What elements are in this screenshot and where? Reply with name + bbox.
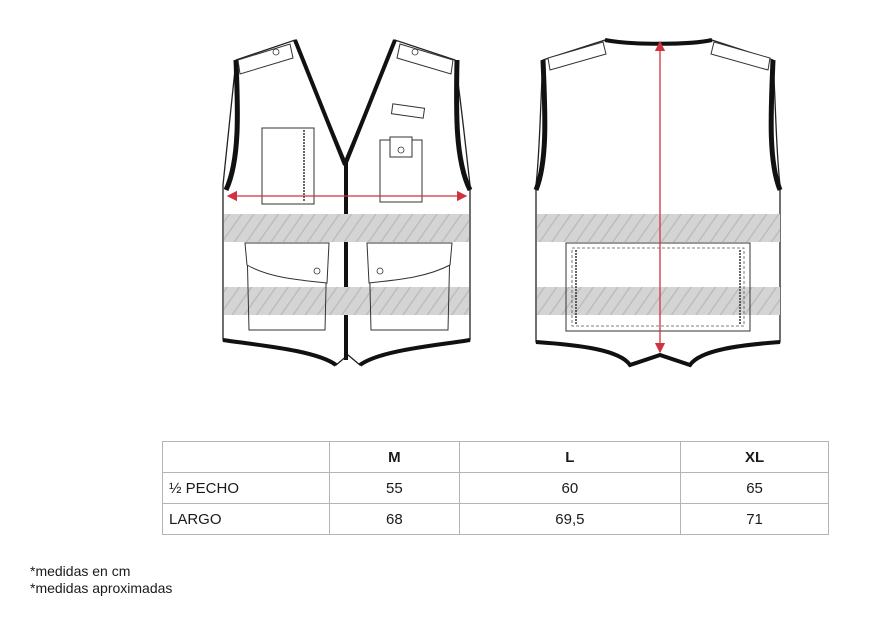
row-label: LARGO — [162, 503, 330, 535]
note-line: *medidas en cm — [30, 563, 131, 579]
table-cell: 69,5 — [458, 503, 682, 535]
table-header-cell: L — [458, 441, 682, 473]
note-line: *medidas aproximadas — [30, 580, 173, 596]
back-reflective-band-top — [537, 214, 780, 242]
table-row: ½ PECHO 55 60 65 — [162, 472, 829, 504]
vest-back-outline — [535, 39, 781, 366]
vest-front-view — [222, 39, 473, 367]
table-cell: 68 — [329, 503, 460, 535]
table-header-cell: XL — [680, 441, 829, 473]
vest-technical-drawing — [222, 38, 783, 368]
front-reflective-band-bottom — [224, 287, 469, 315]
table-header-row: M L XL — [162, 441, 829, 473]
measurement-notes: *medidas en cm *medidas aproximadas — [30, 563, 172, 597]
table-header-cell: M — [329, 441, 460, 473]
table-header-cell — [162, 441, 330, 473]
front-reflective-band-top — [224, 214, 469, 242]
table-row: LARGO 68 69,5 71 — [162, 503, 829, 535]
table-cell: 71 — [680, 503, 829, 535]
row-label: ½ PECHO — [162, 472, 330, 504]
table-cell: 65 — [680, 472, 829, 504]
vest-back-view — [533, 38, 783, 368]
table-cell: 60 — [458, 472, 682, 504]
back-reflective-band-bottom — [537, 287, 780, 315]
size-chart-table: M L XL ½ PECHO 55 60 65 LARGO 68 69,5 71 — [162, 441, 829, 535]
table-cell: 55 — [329, 472, 460, 504]
